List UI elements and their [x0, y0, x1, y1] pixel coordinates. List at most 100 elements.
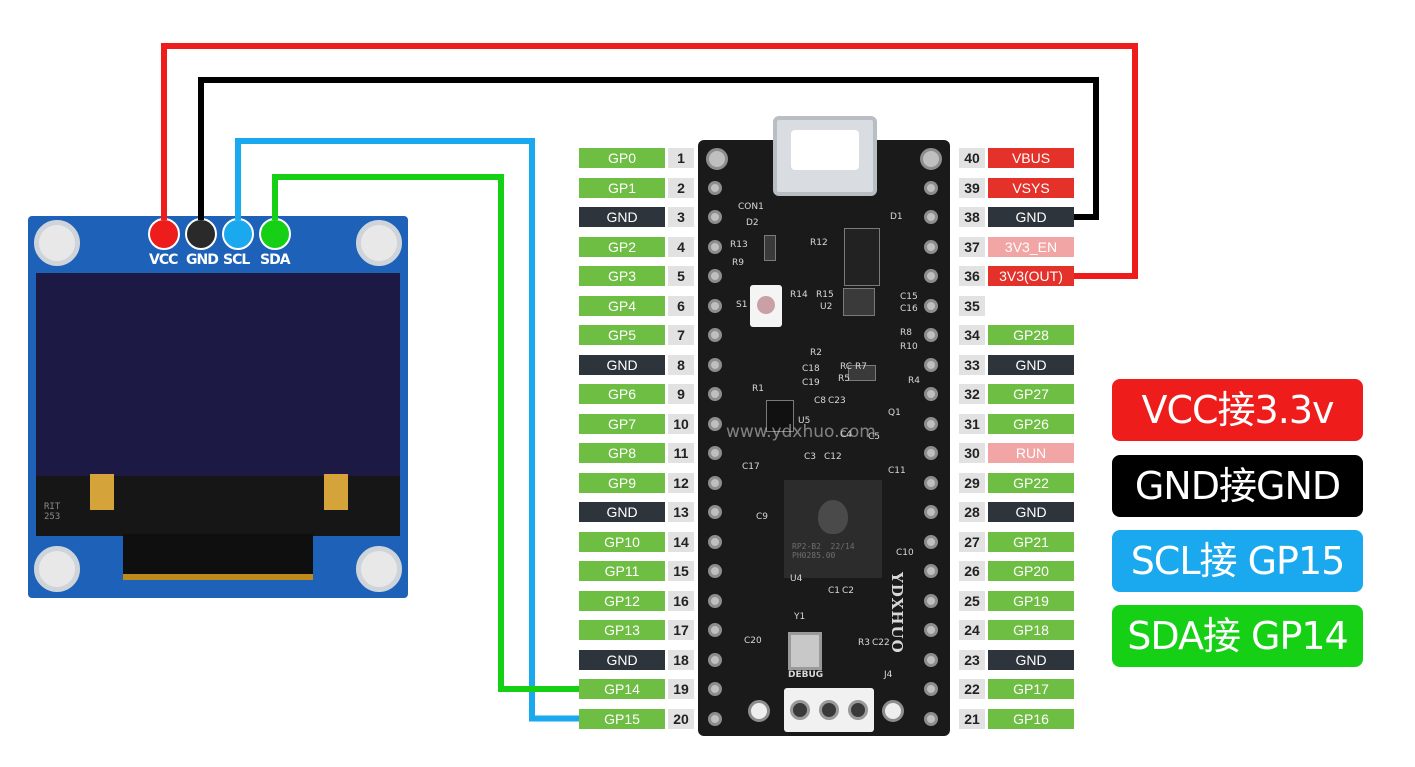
pin-label-7: GP5: [579, 325, 665, 345]
pin-pad-icon: [708, 387, 722, 401]
silkscreen-label: C5: [868, 432, 881, 442]
pin-number-11: 11: [668, 443, 694, 463]
pin-pad-icon: [924, 387, 938, 401]
oled-pin-label: SDA: [260, 252, 291, 268]
pin-label-6: GP4: [579, 295, 665, 316]
pin-label-36: 3V3(OUT): [988, 266, 1074, 286]
pin-label-27: GP21: [988, 531, 1074, 552]
debug-label: DEBUG: [788, 670, 824, 680]
oled-pin-sda: [259, 218, 291, 250]
pin-pad-icon: [924, 623, 938, 637]
pin-number-4: 4: [668, 236, 694, 257]
pin-pad-icon: [924, 534, 938, 549]
silkscreen-label: Y1: [794, 612, 806, 622]
regulator-u2: [843, 288, 875, 316]
legend-item: SDA接 GP14: [1112, 605, 1363, 667]
pin-number-32: 32: [959, 384, 985, 404]
pin-number-30: 30: [959, 443, 985, 463]
pin-number-25: 25: [959, 590, 985, 611]
pin-label-31: GP26: [988, 413, 1074, 434]
silkscreen-label: C12: [824, 452, 842, 462]
pin-number-28: 28: [959, 502, 985, 522]
pin-number-10: 10: [668, 413, 694, 434]
silkscreen-label: R10: [900, 342, 918, 352]
silkscreen-label: C1: [828, 586, 841, 596]
pin-label-21: GP16: [988, 708, 1074, 729]
watermark: www.ydxhuo.com: [726, 422, 876, 442]
mounting-hole-icon: [920, 148, 942, 170]
pin-pad-icon: [708, 475, 722, 490]
pin-label-34: GP28: [988, 325, 1074, 345]
silkscreen-label: C3: [804, 452, 817, 462]
mounting-hole-icon: [34, 546, 80, 592]
pin-pad-icon: [708, 711, 722, 726]
pin-label-17: GP13: [579, 620, 665, 640]
pin-pad-icon: [924, 593, 938, 608]
pin-pad-icon: [924, 416, 938, 431]
pin-pad-icon: [708, 269, 722, 283]
pin-label-23: GND: [988, 649, 1074, 670]
pin-number-8: 8: [668, 354, 694, 375]
pin-number-35: 35: [959, 295, 985, 316]
pin-number-18: 18: [668, 649, 694, 670]
pin-number-21: 21: [959, 708, 985, 729]
silkscreen-label: R8: [900, 328, 912, 338]
pin-label-28: GND: [988, 502, 1074, 522]
pin-pad-icon: [708, 682, 722, 696]
silkscreen-label: R14: [790, 290, 808, 300]
pin-pad-icon: [708, 180, 722, 195]
pin-number-1: 1: [668, 148, 694, 168]
pin-pad-icon: [924, 475, 938, 490]
pin-pad-icon: [924, 446, 938, 460]
pin-number-20: 20: [668, 708, 694, 729]
flash-u5: [766, 400, 794, 432]
pin-pad-icon: [924, 564, 938, 578]
pin-number-7: 7: [668, 325, 694, 345]
chip-marking: RP2-B2 22/14 PH0285.00: [792, 542, 855, 560]
silkscreen-label: R1: [752, 384, 764, 394]
legend-item: VCC接3.3v: [1112, 379, 1363, 441]
pin-pad-icon: [708, 328, 722, 342]
pin-label-29: GP22: [988, 472, 1074, 493]
oled-pin-scl: [222, 218, 254, 250]
pin-label-26: GP20: [988, 561, 1074, 581]
pin-label-1: GP0: [579, 148, 665, 168]
pin-label-12: GP9: [579, 472, 665, 493]
usb-c-connector-icon: [773, 116, 877, 196]
pin-label-3: GND: [579, 207, 665, 227]
silkscreen-label: J4: [884, 670, 893, 680]
silkscreen-label: C2: [842, 586, 855, 596]
pin-label-8: GND: [579, 354, 665, 375]
pin-pad-icon: [708, 623, 722, 637]
pin-pad-icon: [708, 652, 722, 667]
debug-pin: [790, 700, 810, 720]
pin-label-32: GP27: [988, 384, 1074, 404]
rp2040-chip: RP2-B2 22/14 PH0285.00: [784, 480, 882, 578]
silkscreen-label: C11: [888, 466, 906, 476]
pin-number-29: 29: [959, 472, 985, 493]
silkscreen-label: D1: [890, 212, 903, 222]
silkscreen-label: S1: [736, 300, 748, 310]
pin-pad-icon: [708, 534, 722, 549]
pin-label-25: GP19: [988, 590, 1074, 611]
pin-pad-icon: [708, 593, 722, 608]
pin-number-12: 12: [668, 472, 694, 493]
brand-text: YDXHUO: [888, 572, 906, 654]
silkscreen-label: C17: [742, 462, 760, 472]
pin-number-27: 27: [959, 531, 985, 552]
oled-pin-gnd: [185, 218, 217, 250]
mounting-hole-icon: [882, 700, 904, 722]
pin-number-26: 26: [959, 561, 985, 581]
pin-number-36: 36: [959, 266, 985, 286]
silkscreen-label: D2: [746, 218, 759, 228]
legend-item: SCL接 GP15: [1112, 530, 1363, 592]
pin-pad-icon: [924, 239, 938, 254]
oled-pin-label: VCC: [149, 252, 178, 268]
transistor-q1: [848, 365, 876, 381]
oled-flex-cable: [123, 534, 313, 580]
silkscreen-label: C22: [872, 638, 890, 648]
pin-label-18: GND: [579, 649, 665, 670]
mounting-hole-icon: [748, 700, 770, 722]
